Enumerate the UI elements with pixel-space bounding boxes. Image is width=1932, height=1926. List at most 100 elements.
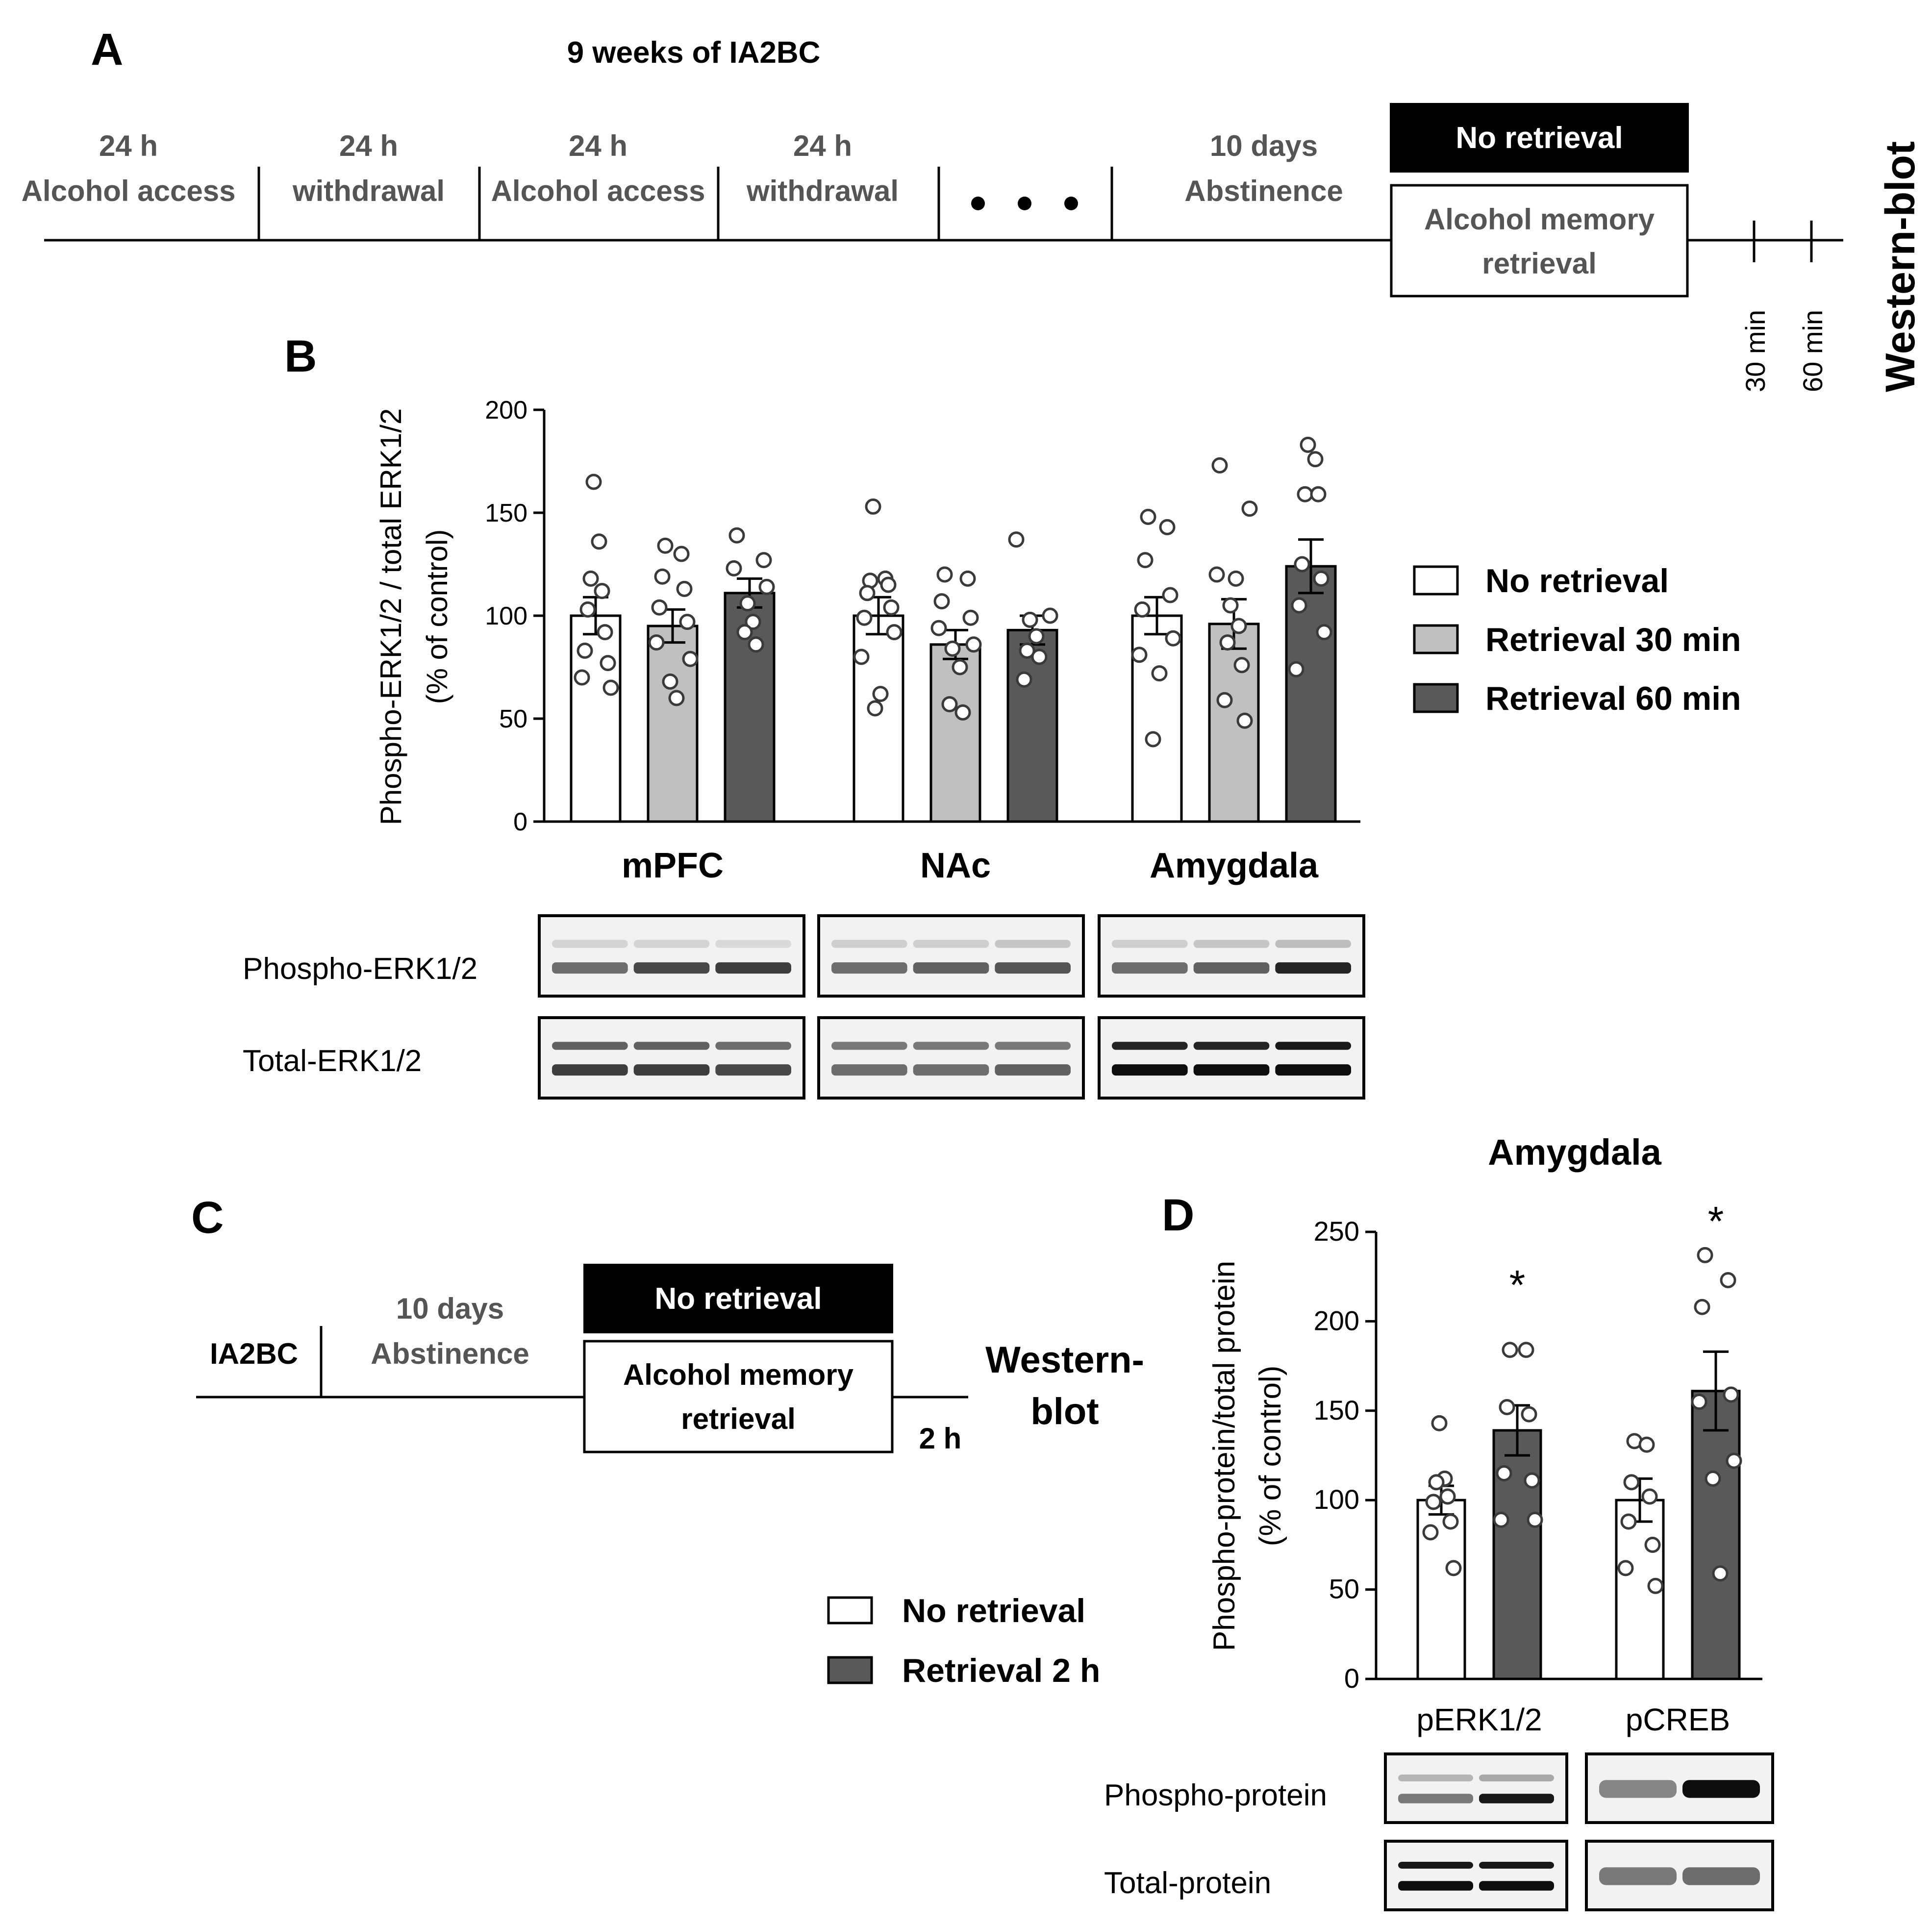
time-60min-label: 60 min (1797, 310, 1828, 392)
data-point (1641, 1488, 1658, 1505)
y-tick-label: 100 (1314, 1484, 1359, 1515)
y-tick-label: 200 (485, 396, 527, 425)
blot-band (1275, 1064, 1351, 1076)
data-point (755, 552, 772, 569)
data-point (662, 673, 678, 690)
data-point (682, 650, 699, 667)
data-point (657, 537, 674, 554)
data-point (577, 642, 593, 659)
data-point (1496, 1465, 1512, 1481)
data-point (1694, 1299, 1710, 1315)
y-tick-label: 0 (513, 808, 527, 836)
phase-1-label: Alcohol access (22, 175, 236, 207)
data-point (1638, 1436, 1655, 1453)
blot-band (715, 1042, 791, 1050)
legend-label: Retrieval 30 min (1485, 621, 1741, 658)
data-point (1294, 556, 1310, 573)
data-point (1442, 1513, 1459, 1530)
data-point (736, 624, 753, 641)
data-point (1016, 671, 1032, 688)
blots-b (538, 914, 1365, 1100)
data-point (1162, 587, 1179, 603)
data-point (1159, 519, 1176, 535)
blot-frame (1384, 1752, 1568, 1824)
data-point (676, 580, 693, 597)
data-point (1134, 601, 1151, 618)
blot-band (1112, 1042, 1188, 1050)
data-point (867, 700, 883, 717)
y-axis-label: (% of control) (1254, 1366, 1287, 1547)
data-point (1493, 1511, 1509, 1528)
western-label-c-1: Western- (985, 1339, 1144, 1381)
blot-band (1193, 1064, 1270, 1076)
ellipsis-dot (971, 197, 985, 210)
data-point (1499, 1399, 1515, 1416)
data-point (679, 614, 696, 630)
data-point (1233, 657, 1250, 674)
data-point (1008, 531, 1025, 548)
no-retrieval-label-c: No retrieval (654, 1282, 822, 1316)
data-point (1137, 552, 1154, 569)
data-point (654, 568, 671, 585)
blot-band (1398, 1775, 1473, 1781)
data-point (865, 498, 881, 515)
data-point (748, 636, 764, 653)
data-point (1291, 597, 1307, 614)
blot-band (715, 1064, 791, 1076)
blot-band (1398, 1881, 1473, 1891)
blot-band (1112, 962, 1188, 974)
blot-band (831, 1064, 907, 1076)
phase-2-duration: 24 h (339, 129, 398, 162)
legend-swatch (1413, 683, 1459, 713)
blot-band (831, 1042, 907, 1050)
blot-frame (817, 1016, 1085, 1100)
blot-band (1398, 1862, 1473, 1869)
data-point (853, 649, 870, 665)
data-point (1145, 731, 1161, 748)
abstinence-label-c: Abstinence (371, 1337, 529, 1370)
blot-band (1112, 940, 1188, 948)
significance-asterisk: * (1708, 1198, 1724, 1244)
data-point (1019, 642, 1035, 659)
data-point (1644, 1536, 1661, 1553)
panel-label-b: B (284, 331, 317, 381)
blot-band (633, 1064, 710, 1076)
data-point (668, 690, 685, 706)
data-point (1216, 692, 1233, 708)
data-point (758, 578, 775, 595)
data-point (1228, 570, 1244, 587)
data-point (648, 634, 665, 651)
data-point (886, 624, 903, 641)
blot-band (831, 940, 907, 948)
data-point (883, 599, 900, 616)
data-point (602, 679, 619, 696)
data-point (936, 566, 953, 583)
blot-band (831, 962, 907, 974)
no-retrieval-box-a (1390, 103, 1689, 173)
blot-band (552, 1042, 628, 1050)
phase-5-label: Abstinence (1184, 175, 1343, 207)
data-point (1518, 1342, 1534, 1358)
data-point (1439, 1488, 1456, 1505)
blot-band (995, 1064, 1071, 1076)
legend-label: No retrieval (1485, 562, 1669, 600)
data-point (1620, 1513, 1637, 1530)
blot-b-row1-label: Phospho-ERK1/2 (243, 952, 477, 986)
blot-band (1193, 940, 1270, 948)
data-point (1151, 665, 1168, 682)
data-point (1705, 1470, 1721, 1487)
blot-frame (817, 914, 1085, 998)
data-point (1022, 611, 1038, 628)
blot-band (913, 1042, 989, 1050)
western-label-c-2: blot (1030, 1391, 1099, 1432)
blot-band (1479, 1862, 1554, 1869)
blot-band (1682, 1780, 1760, 1798)
blot-band (633, 962, 710, 974)
y-axis-label: Phospho-ERK1/2 / total ERK1/2 (375, 408, 407, 825)
panel-label-c: C (191, 1193, 224, 1243)
y-tick-label: 100 (485, 602, 527, 630)
no-retrieval-label-a: No retrieval (1455, 121, 1623, 155)
category-label: mPFC (622, 846, 724, 885)
bar (1131, 614, 1183, 823)
